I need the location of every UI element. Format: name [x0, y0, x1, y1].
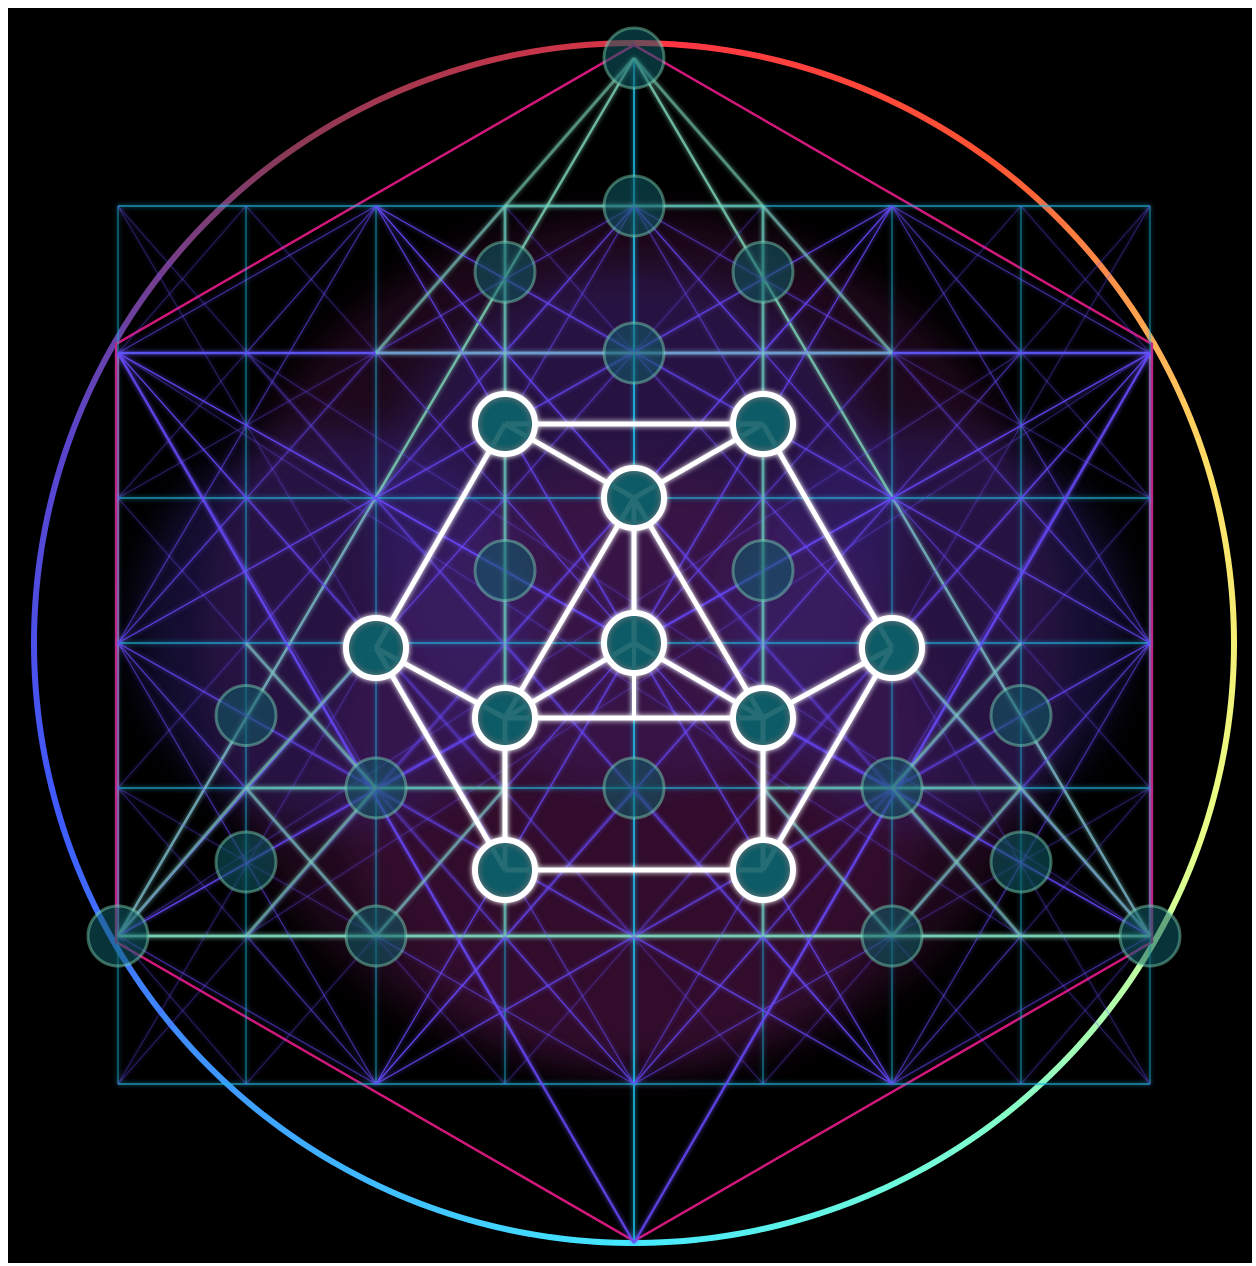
ring-segment	[1221, 747, 1225, 769]
ring-segment	[696, 1237, 718, 1240]
ring-segment	[37, 705, 40, 727]
ring-segment	[591, 1241, 613, 1242]
ring-segment	[737, 1230, 759, 1234]
ring-segment	[43, 746, 47, 768]
ring-segment	[738, 52, 760, 56]
ring-segment	[529, 1234, 551, 1237]
ring-segment	[1233, 601, 1234, 623]
ring-segment	[676, 44, 698, 46]
ring-segment	[34, 600, 35, 622]
ring-segment	[718, 49, 740, 52]
ring-segment	[43, 517, 47, 539]
ring-segment	[1225, 727, 1228, 749]
ring-segment	[34, 663, 35, 685]
ring-segment	[675, 1240, 697, 1242]
ring-segment	[549, 1237, 571, 1240]
ring-segment	[1221, 518, 1225, 540]
ring-segment	[1232, 664, 1233, 686]
ring-segment	[1228, 706, 1231, 728]
ring-segment	[654, 1242, 676, 1243]
ring-segment	[40, 725, 43, 747]
ring-segment	[550, 46, 572, 49]
ring-segment	[509, 52, 531, 56]
ring-segment	[508, 1230, 530, 1234]
ring-segment	[571, 44, 593, 46]
ring-segment	[1228, 559, 1231, 581]
ring-segment	[530, 49, 552, 52]
ring-segment	[35, 579, 37, 601]
ring-segment	[570, 1240, 592, 1242]
ring-segment	[697, 46, 719, 49]
sacred-geometry-artwork	[8, 8, 1252, 1263]
ring-segment	[1225, 539, 1228, 561]
ring-segment	[1231, 685, 1233, 707]
ring-segment	[1231, 580, 1233, 602]
ring-segment	[40, 538, 43, 560]
ring-segment	[37, 558, 40, 580]
ring-segment	[716, 1234, 738, 1237]
ring-segment	[35, 684, 37, 706]
